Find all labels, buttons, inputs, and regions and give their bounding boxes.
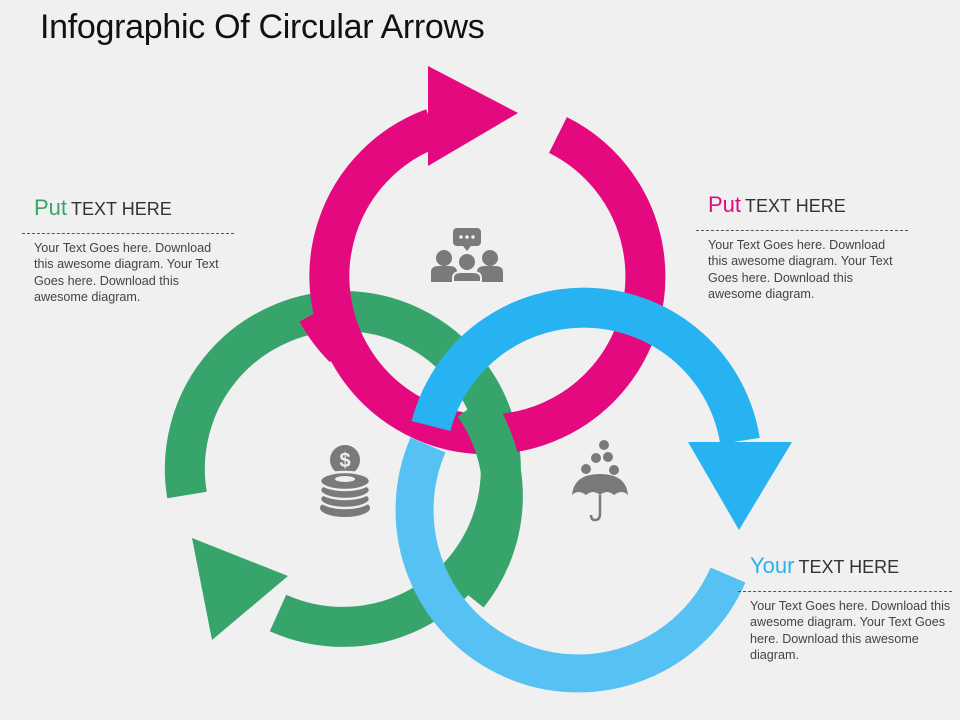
block-heading-lead: Your [750,553,795,578]
block-body-text: Your Text Goes here. Download this aweso… [750,599,951,663]
umbrella-money-icon [572,440,628,522]
team-chat-icon [431,228,503,283]
block-heading-lead: Put [708,192,742,217]
blue-arc-upper [411,287,760,445]
block-heading-caps: TEXT HERE [798,557,900,577]
blue-arrow [411,287,792,530]
green-arc-overlap [452,393,523,608]
pink-arc-overlap [299,301,359,363]
block-body-text: Your Text Goes here. Download this aweso… [708,238,893,302]
block-body-text: Your Text Goes here. Download this aweso… [34,241,219,305]
block-heading-lead: Put [34,195,68,220]
dashed-divider [22,233,234,234]
green-arrowhead [192,538,288,640]
pink-arrowhead [428,66,518,166]
dollar-coins-icon: $ [318,445,372,517]
block-heading-caps: TEXT HERE [745,196,846,216]
svg-text:$: $ [339,450,350,472]
page-title: Infographic Of Circular Arrows [40,8,485,46]
dashed-divider [738,591,952,592]
blue-arrowhead [688,442,792,530]
block-heading-caps: TEXT HERE [71,199,172,219]
dashed-divider [696,230,908,231]
blue-arc-lower [395,437,746,693]
